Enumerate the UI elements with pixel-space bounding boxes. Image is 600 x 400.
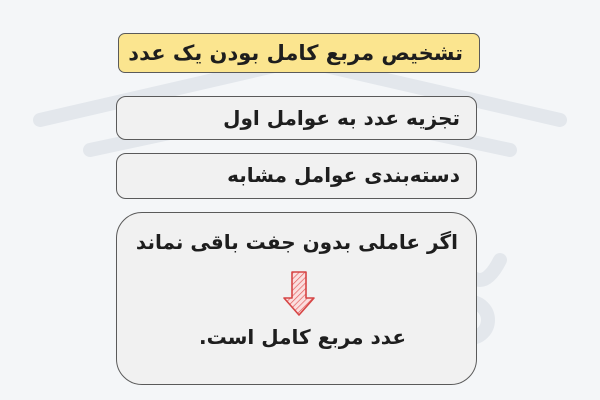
condition-text: اگر عاملی بدون جفت باقی نماند — [135, 230, 458, 254]
step-box-group: دسته‌بندی عوامل مشابه — [116, 153, 477, 199]
title-text: تشخیص مربع کامل بودن یک عدد — [128, 41, 463, 65]
result-box: اگر عاملی بدون جفت باقی نماند عدد مربع ک… — [116, 212, 477, 385]
title-box: تشخیص مربع کامل بودن یک عدد — [118, 33, 480, 73]
step-text-factorize: تجزیه عدد به عوامل اول — [223, 106, 460, 130]
step-box-factorize: تجزیه عدد به عوامل اول — [116, 96, 477, 140]
step-text-group: دسته‌بندی عوامل مشابه — [227, 163, 460, 187]
down-arrow-icon — [283, 271, 315, 316]
conclusion-text: عدد مربع کامل است. — [198, 325, 406, 349]
